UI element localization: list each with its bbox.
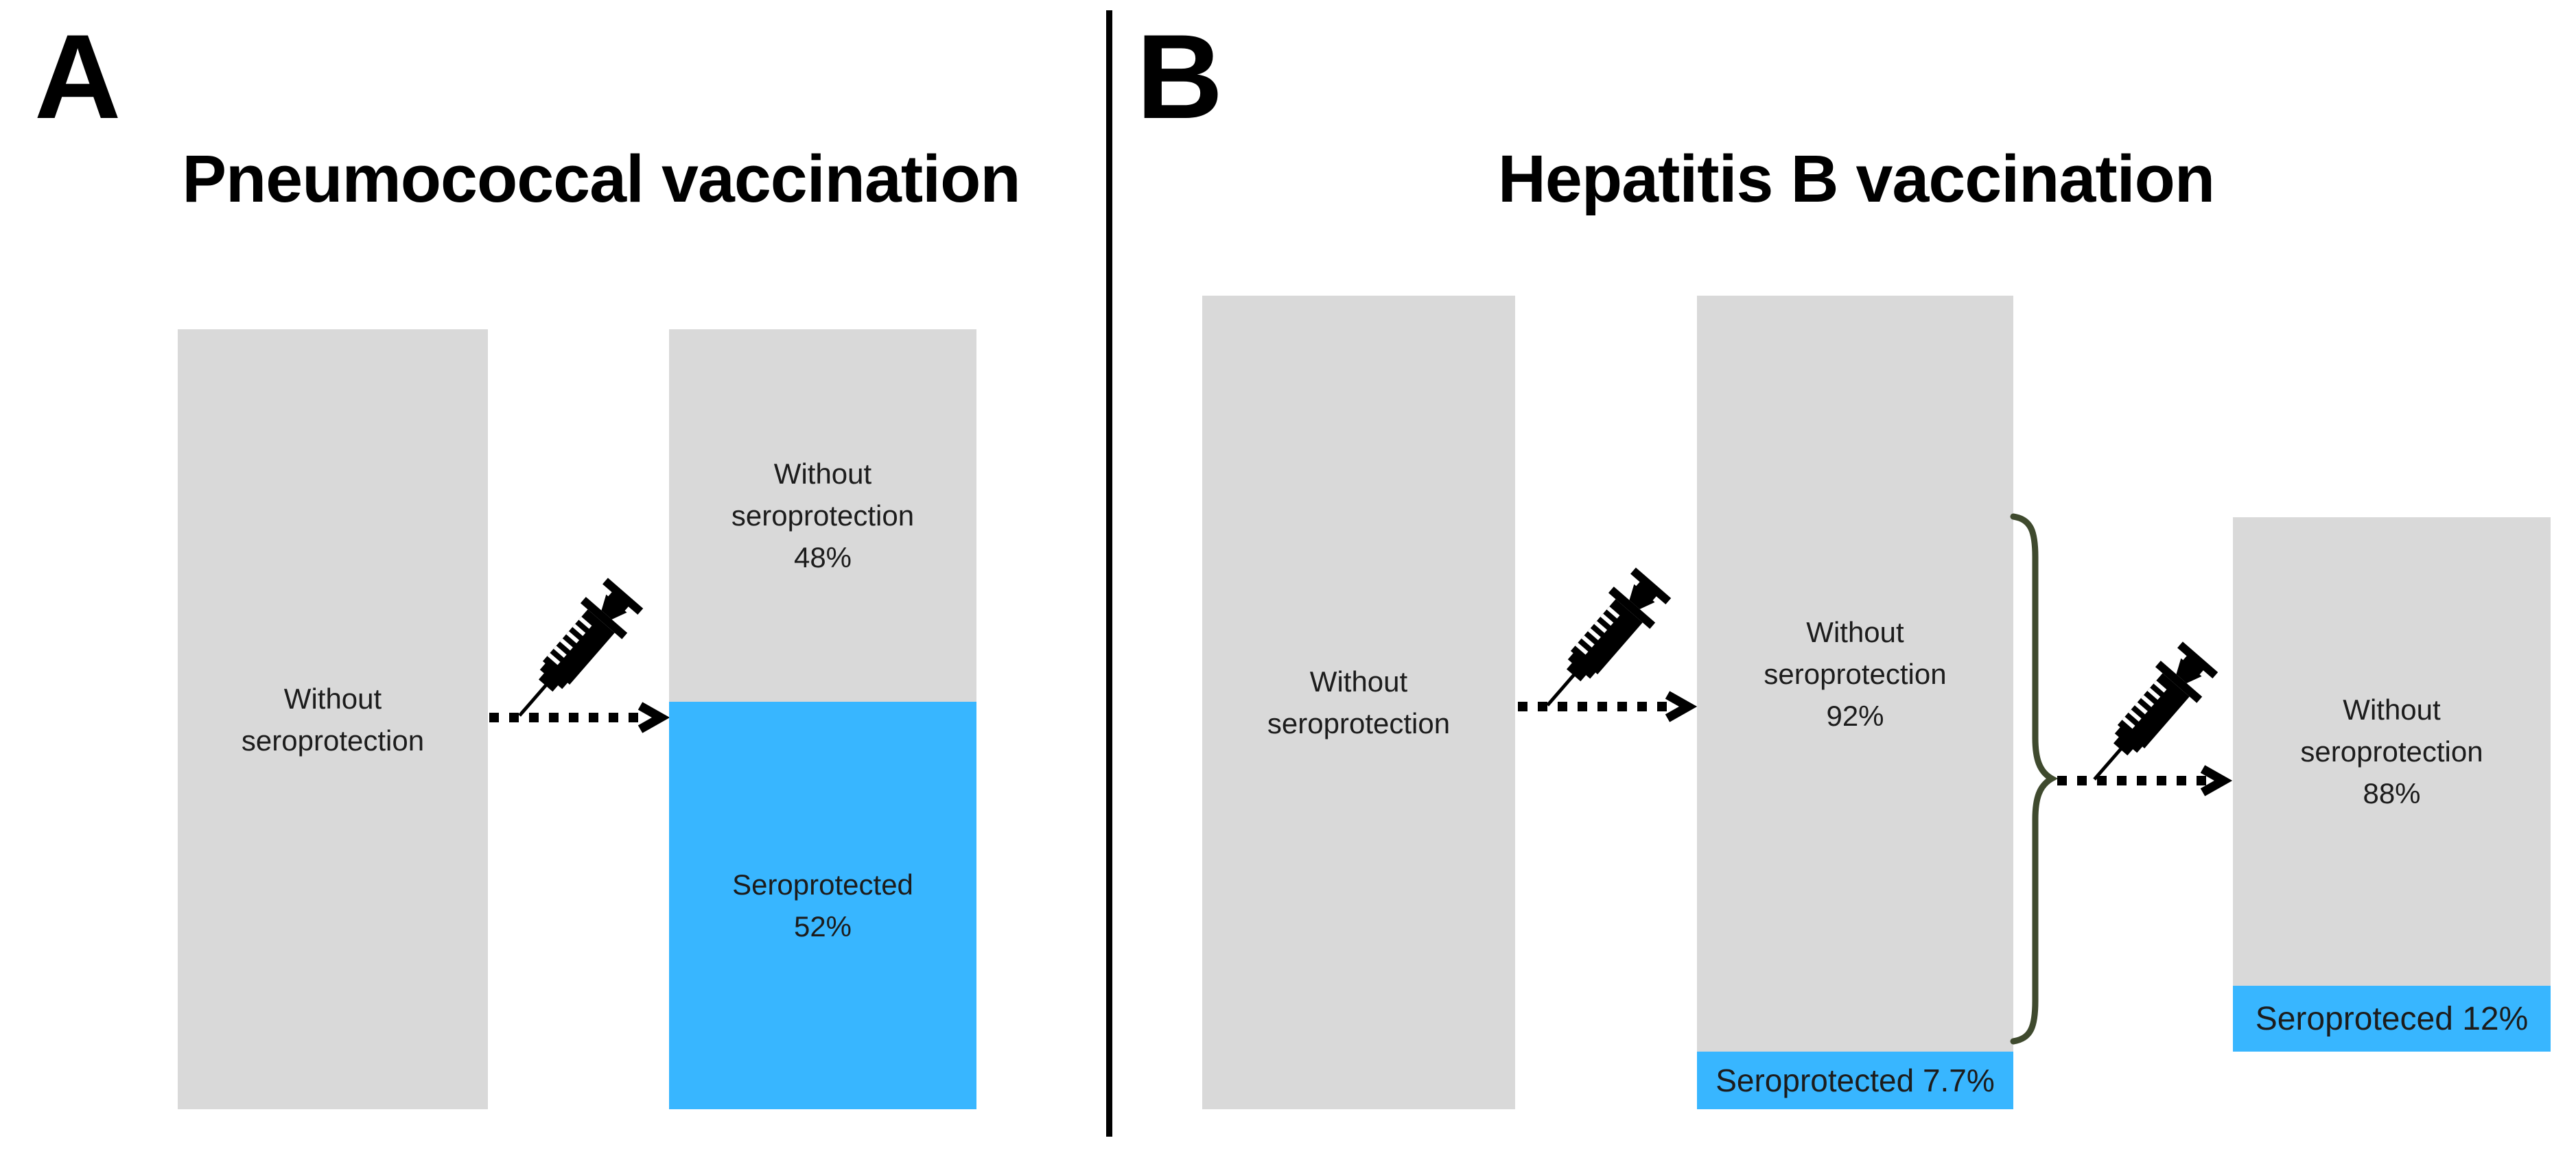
panel-b-label: B [1136,10,1223,144]
bar-label-line: 92% [1826,699,1884,732]
bar-label-line: 88% [2363,777,2421,809]
panel-b-title: Hepatitis B vaccination [1497,141,2215,216]
bar-b-before-vaccination: Without seroprotection [1202,296,1515,1109]
bar-label-line: Without [283,682,382,715]
segment-without-seroprotection: Without seroprotection 92% [1697,296,2013,1052]
bar-label: Without seroprotection 48% [669,453,976,578]
bar-label: Without seroprotection 88% [2233,689,2551,814]
bar-label: Without seroprotection [1202,661,1515,744]
bar-label-line: seroprotection [731,499,915,532]
bar-label-line: 48% [793,541,852,573]
bar-label: Without seroprotection 92% [1697,611,2013,737]
seroprotected-band-label: Seroproteced 12% [2255,1000,2529,1037]
bar-b-after-dose2: Without seroprotection 88% Seroproteced … [2233,517,2551,1052]
bar-label-line: Seroprotected [732,868,913,901]
bar-label-line: Without [1806,615,1904,648]
dotted-arrow [1518,691,1698,722]
panel-a-title: Pneumococcal vaccination [182,141,1020,216]
bar-a-after-vaccination: Without seroprotection 48% Seroprotected… [669,329,976,1109]
panel-divider [1106,10,1112,1137]
segment-without-seroprotection: Without seroprotection [178,329,488,1109]
bar-label-line: 52% [793,910,852,943]
syringe-icon [518,578,644,717]
bar-label-line: seroprotection [1267,707,1451,739]
bar-label-line: seroprotection [241,724,425,757]
segment-seroprotected: Seroproteced 12% [2233,986,2551,1052]
segment-seroprotected: Seroprotected 52% [669,702,976,1109]
bar-a-before-vaccination: Without seroprotection [178,329,488,1109]
bar-label-line: Without [2343,694,2441,726]
segment-without-seroprotection: Without seroprotection 48% [669,329,976,702]
segment-seroprotected: Seroprotected 7.7% [1697,1052,2013,1109]
panel-a-label: A [34,10,121,144]
dotted-arrow [2057,765,2233,796]
bar-label-line: Without [773,458,872,490]
bar-label-line: seroprotection [1764,657,1947,690]
bar-label-line: Without [1309,665,1408,698]
segment-without-seroprotection: Without seroprotection [1202,296,1515,1109]
bar-label: Seroprotected 52% [669,864,976,947]
bar-label-line: seroprotection [2300,735,2483,768]
curly-brace [2010,513,2059,1045]
bar-label: Without seroprotection [178,678,488,761]
syringe-icon [2093,641,2218,781]
dotted-arrow [489,702,670,733]
bar-b-after-dose1: Without seroprotection 92% Seroprotected… [1697,296,2013,1109]
seroprotected-band-label: Seroprotected 7.7% [1716,1063,1995,1098]
segment-without-seroprotection: Without seroprotection 88% [2233,517,2551,986]
syringe-icon [1546,567,1672,707]
